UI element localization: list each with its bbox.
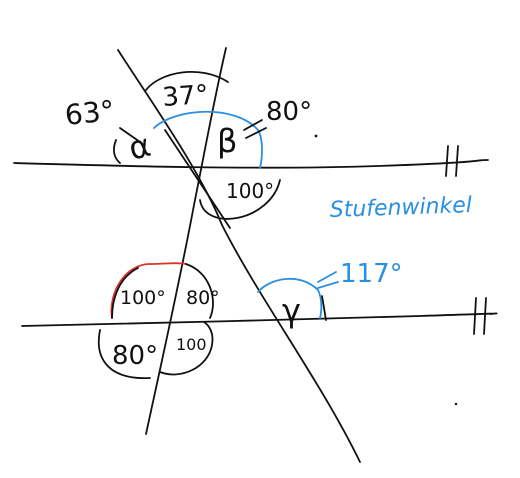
gamma-bracket xyxy=(321,295,327,321)
label-80-upper: 80° xyxy=(266,97,312,127)
tick-beta xyxy=(243,119,267,139)
dot-mark xyxy=(314,134,318,138)
label-beta: β xyxy=(217,122,237,160)
label-80-lower-right: 80° xyxy=(186,287,220,309)
arc-lower-left xyxy=(97,329,151,379)
arc-100-upper xyxy=(199,179,281,220)
arc-upper-left-black xyxy=(111,267,139,319)
arc-alpha-beta-blue xyxy=(153,110,263,169)
label-100-upper: 100° xyxy=(226,179,274,203)
label-117: 117° xyxy=(340,259,403,289)
label-37: 37° xyxy=(161,80,209,113)
arc-63 xyxy=(113,139,121,164)
label-100-lower-right: 100 xyxy=(176,335,207,354)
gamma-value-pointer xyxy=(317,271,339,289)
label-gamma: γ xyxy=(282,292,301,330)
label-stufenwinkel: Stufenwinkel xyxy=(329,193,472,223)
arc-lower-right xyxy=(159,321,214,376)
transversal-right xyxy=(117,49,361,463)
label-63: 63° xyxy=(63,94,116,132)
label-alpha: α xyxy=(125,126,155,168)
arc-upper-right xyxy=(185,263,214,319)
label-100-lower-left: 100° xyxy=(120,287,166,309)
arc-100-red xyxy=(110,262,187,319)
parallel-marker-upper xyxy=(445,145,459,177)
lower-parallel-line xyxy=(21,312,498,327)
transversal-left xyxy=(145,47,227,435)
label-80-lower-left: 80° xyxy=(112,341,158,371)
arc-gamma-blue xyxy=(257,277,323,319)
arc-63-tick xyxy=(119,127,141,143)
parallel-marker-lower xyxy=(473,297,487,335)
transversal-double-stroke xyxy=(164,129,231,229)
arc-37 xyxy=(145,70,229,91)
dot-mark-2 xyxy=(454,402,458,406)
upper-parallel-line xyxy=(13,159,489,169)
